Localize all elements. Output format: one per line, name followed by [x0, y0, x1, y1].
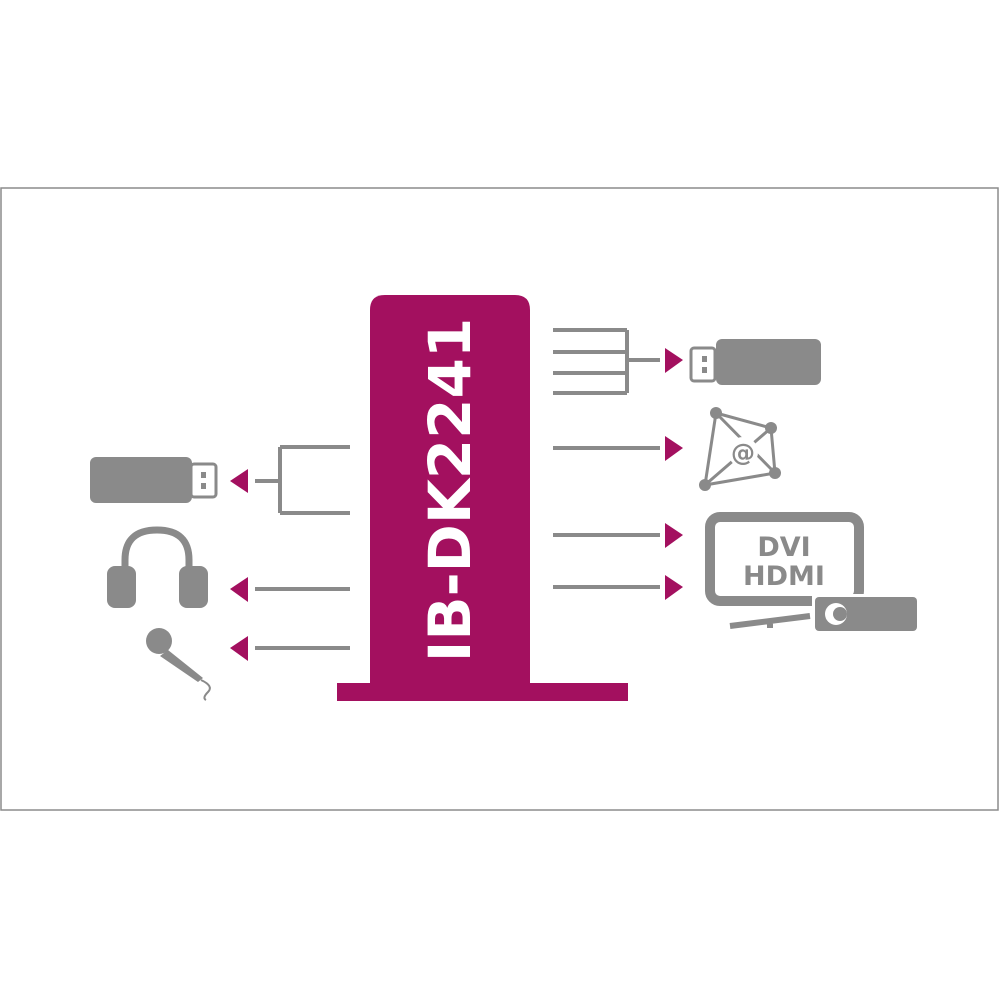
usb-hub-connector: [553, 328, 683, 395]
arrow-right-icon: [665, 348, 683, 373]
monitor-icon: DVI HDMI: [705, 512, 864, 629]
network-icon: @: [699, 407, 781, 491]
dock: IB-DK2241: [337, 295, 628, 701]
svg-text:@: @: [731, 439, 755, 467]
audio-out-connector: [230, 577, 350, 602]
mic-in-connector: [230, 636, 350, 661]
microphone-icon: [146, 628, 211, 701]
arrow-right-icon: [665, 523, 683, 548]
svg-text:HDMI: HDMI: [743, 561, 825, 592]
arrow-left-icon: [230, 577, 248, 602]
arrow-left-icon: [230, 469, 248, 493]
usb-left-connector: [230, 445, 350, 515]
arrow-left-icon: [230, 636, 248, 661]
network-connector: [553, 436, 683, 461]
video-connectors: [553, 523, 683, 600]
device-model-label: IB-DK2241: [416, 318, 484, 662]
projector-icon: [812, 594, 920, 634]
arrow-right-icon: [665, 575, 683, 600]
arrow-right-icon: [665, 436, 683, 461]
usb-stick-icon: [689, 339, 821, 385]
headphones-icon: [107, 526, 208, 608]
svg-text:DVI: DVI: [757, 532, 810, 563]
usb-stick-icon: [90, 457, 218, 503]
